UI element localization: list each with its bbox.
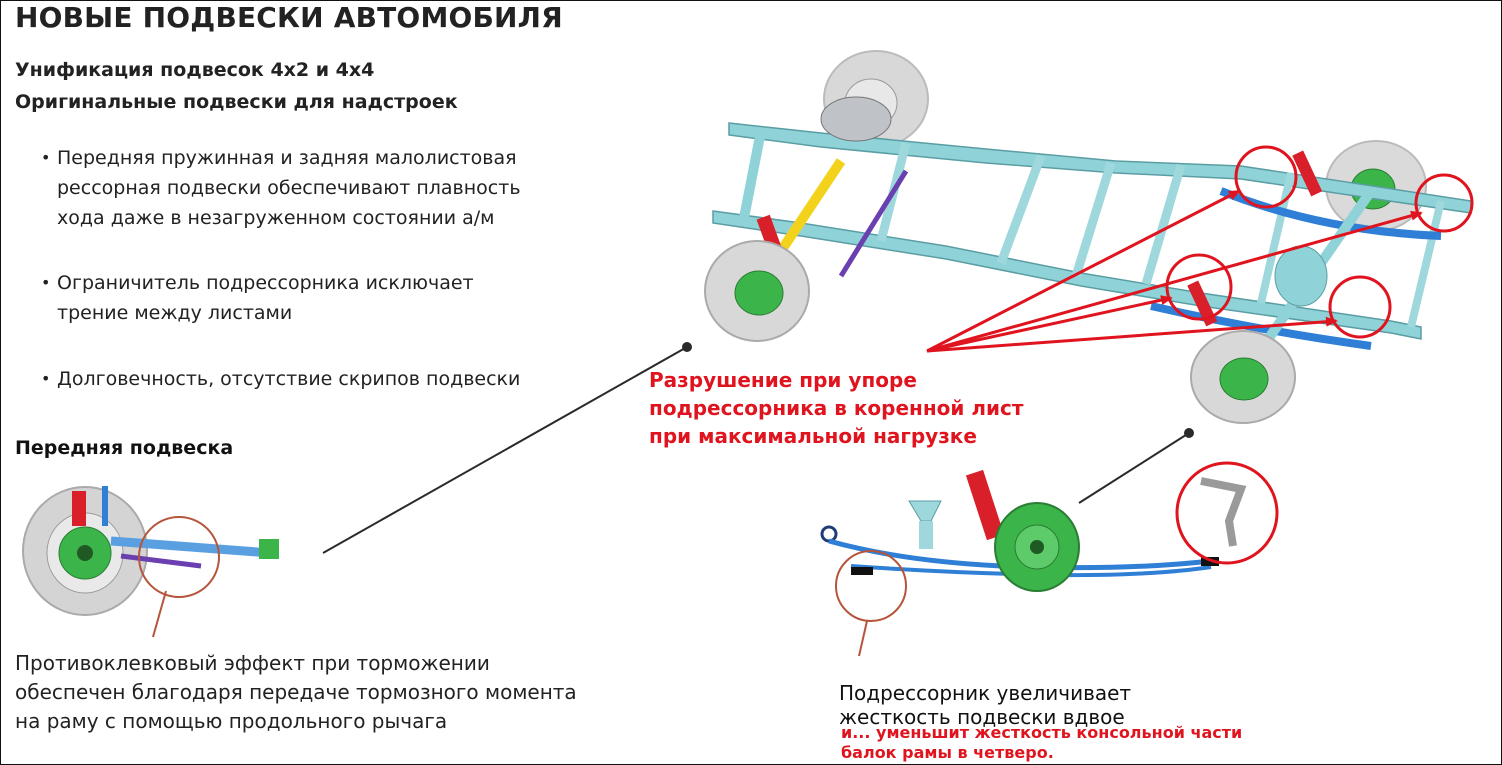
subtitle-original: Оригинальные подвески для надстроек [15, 91, 458, 113]
front-suspension-heading: Передняя подвеска [15, 437, 234, 459]
rear-suspension-caption: Подрессорник увеличивает жесткость подве… [839, 681, 1132, 729]
bullet-dot: • [41, 273, 51, 292]
bullet-item: • Ограничитель подрессорника исключает т… [41, 268, 621, 328]
failure-arrows [926, 189, 1423, 353]
page-title: НОВЫЕ ПОДВЕСКИ АВТОМОБИЛЯ [15, 1, 563, 34]
bullet-item: • Передняя пружинная и задняя малолистов… [41, 143, 621, 233]
rear-suspension-red-note: и... уменьшит жесткость консольной части… [841, 723, 1243, 762]
bullet-dot: • [41, 369, 51, 388]
failure-annotation: Разрушение при упоре подрессорника в кор… [649, 368, 1024, 448]
leader-lines [322, 342, 1194, 554]
front-wheel-icon [22, 486, 279, 638]
bullet-item: • Долговечность, отсутствие скрипов подв… [41, 364, 621, 394]
bullet-text: Долговечность, отсутствие скрипов подвес… [57, 368, 521, 390]
bullet-text: Ограничитель подрессорника исключает тре… [57, 272, 474, 324]
chassis-frame-icon [704, 50, 1472, 424]
failure-highlight-circles [1165, 145, 1474, 339]
rear-axle-icon [820, 461, 1279, 657]
front-suspension-caption: Противоклевковый эффект при торможении о… [15, 651, 577, 733]
bullet-text: Передняя пружинная и задняя малолистовая… [57, 147, 521, 229]
bullet-dot: • [41, 148, 51, 167]
subtitle-unification: Унификация подвесок 4х2 и 4х4 [15, 59, 375, 81]
